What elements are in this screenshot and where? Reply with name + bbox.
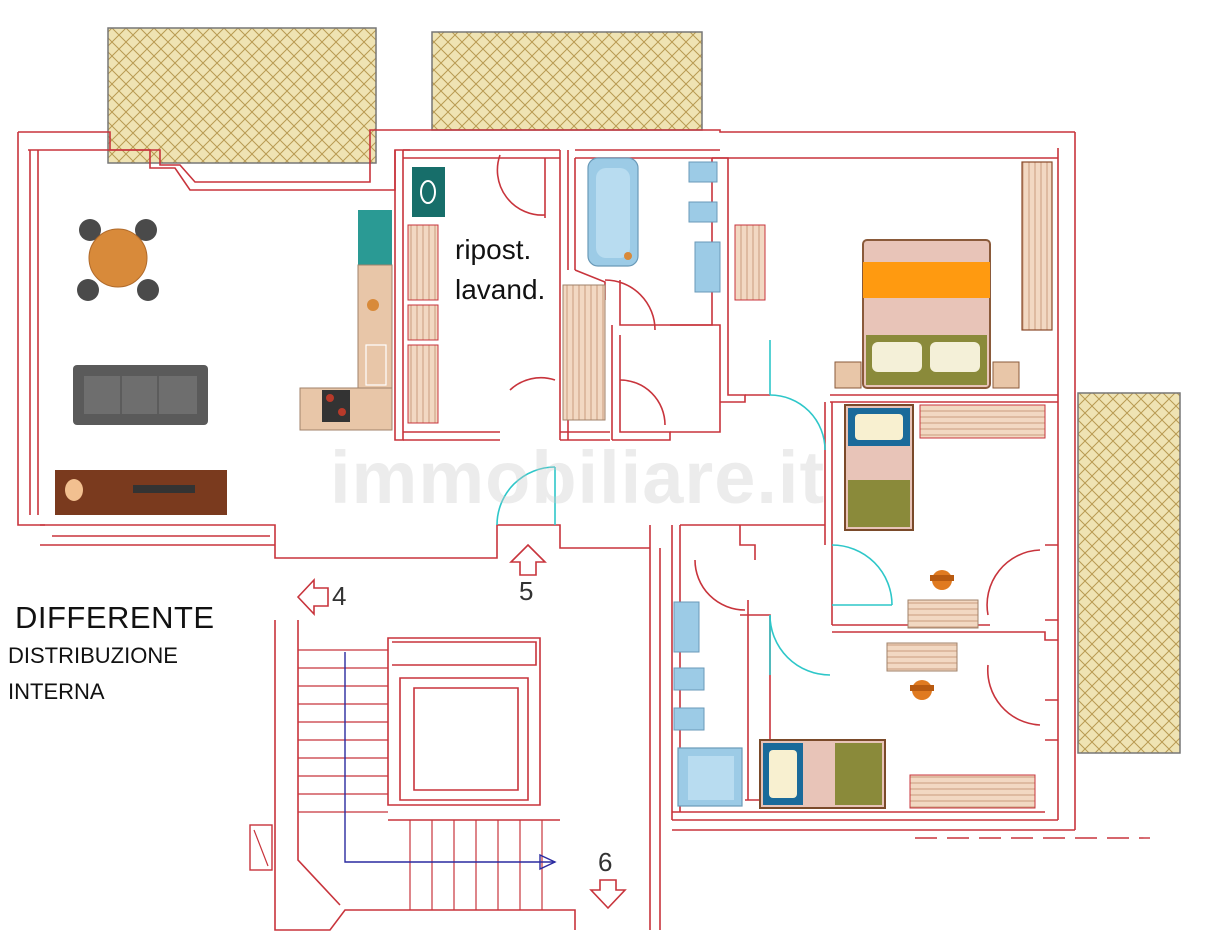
- bottom-bedroom: [759, 642, 1036, 809]
- second-bathroom: [673, 601, 743, 807]
- room-label-storage: ripost.: [455, 234, 532, 265]
- direction-arrows: [296, 543, 627, 910]
- terrace-top-center: [431, 31, 703, 131]
- dining-table-set: [77, 219, 159, 301]
- arrow-4-icon: [296, 577, 329, 617]
- stairs-direction-arrow: [344, 652, 557, 871]
- note-title: DIFFERENTE: [15, 600, 215, 635]
- terrace-top-left: [107, 27, 377, 164]
- arrow-5-label: 5: [519, 576, 534, 606]
- note-line-2: INTERNA: [8, 679, 105, 704]
- note-line-1: DISTRIBUZIONE: [8, 643, 178, 668]
- laundry-fixtures: [407, 167, 606, 424]
- single-bedroom: [844, 404, 1046, 629]
- terraces: [107, 27, 1181, 754]
- master-bedroom: [734, 161, 1053, 389]
- bathroom-fixtures: [587, 157, 721, 293]
- kitchen-counter: [299, 210, 393, 431]
- stair-treads: [298, 649, 543, 910]
- terrace-right: [1077, 392, 1181, 754]
- arrow-6-label: 6: [598, 847, 613, 877]
- watermark: immobiliare.it: [330, 436, 826, 519]
- tv-unit: [55, 470, 227, 515]
- room-label-laundry: lavand.: [455, 274, 546, 305]
- walls: [17, 129, 1076, 931]
- arrow-6-icon: [589, 879, 627, 910]
- arrow-4-label: 4: [332, 581, 347, 611]
- stair-landing-mark: [249, 824, 273, 871]
- doors: [496, 154, 1041, 726]
- arrow-5-icon: [509, 543, 547, 576]
- sofa: [73, 365, 208, 425]
